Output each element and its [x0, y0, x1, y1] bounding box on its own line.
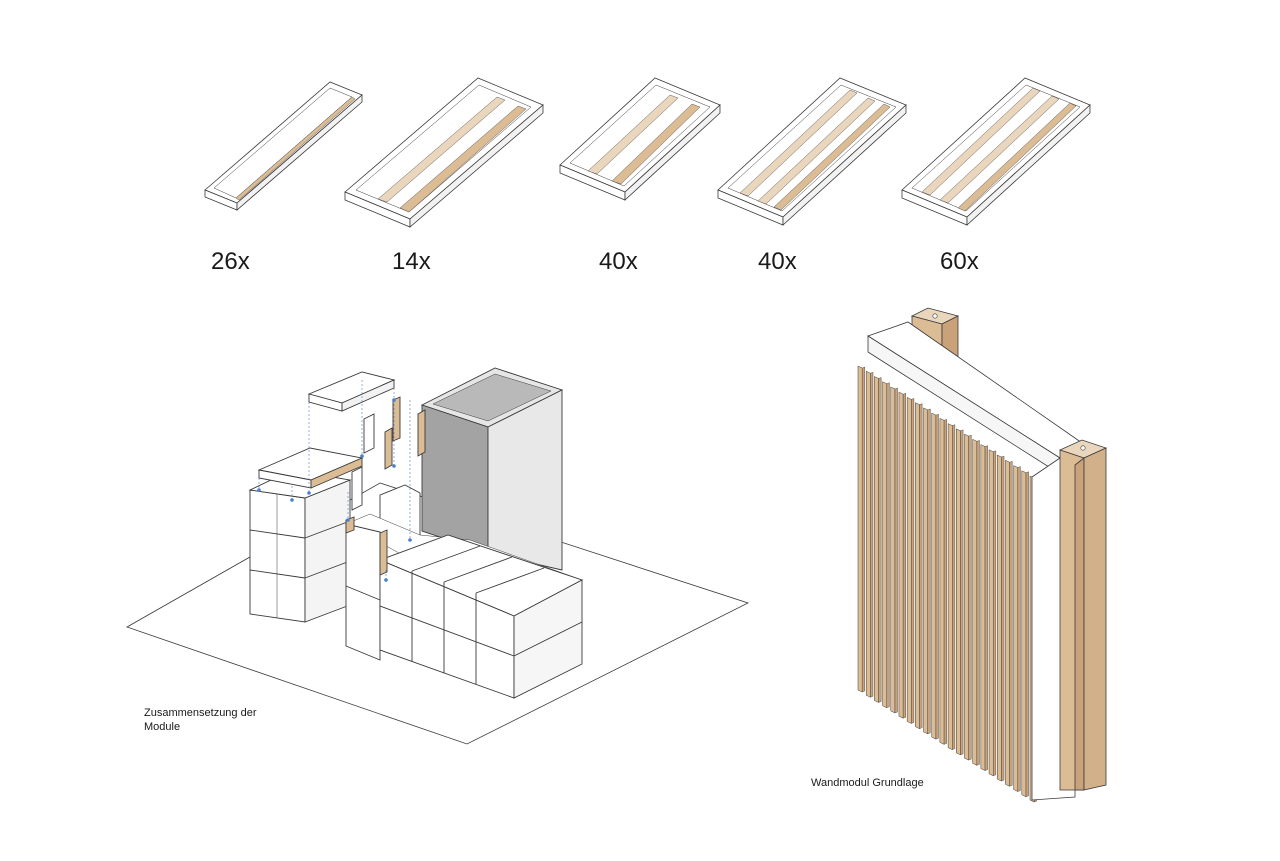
- wall-batten: [857, 365, 863, 693]
- wall-batten: [964, 433, 969, 761]
- wall-batten: [1005, 459, 1010, 787]
- wall-batten: [923, 407, 928, 735]
- assembly-guides: [257, 380, 412, 582]
- assembly-caption-line-2: Module: [144, 721, 181, 733]
- wall-batten: [906, 397, 912, 724]
- wall-batten-side: [886, 382, 890, 709]
- wall-batten-side: [870, 371, 874, 698]
- wall-batten-side: [1001, 455, 1005, 782]
- floating-slab-2: [257, 447, 364, 489]
- wall-batten: [988, 449, 994, 777]
- wall-batten-side: [1017, 466, 1021, 792]
- wall-batten-side: [919, 403, 923, 729]
- floating-slab-1: [307, 371, 396, 412]
- module-count-1: 26x: [211, 248, 250, 275]
- wall-batten-side: [976, 440, 980, 766]
- wall-batten: [956, 428, 961, 756]
- wall-batten-side: [911, 398, 915, 724]
- wall-post-front: [1058, 439, 1108, 791]
- wall-batten-side: [1025, 471, 1029, 798]
- module-panel-1: [204, 81, 363, 211]
- wall-batten: [931, 412, 937, 740]
- wall-batten-side: [960, 429, 964, 756]
- wall-batten: [865, 370, 871, 698]
- wall-batten-side: [952, 424, 956, 750]
- wall-batten: [939, 417, 945, 745]
- module-panel-5: [901, 77, 1091, 226]
- wall-batten-side: [984, 445, 988, 771]
- module-panel-3: [559, 77, 721, 201]
- wall-batten: [890, 386, 896, 714]
- assembly-caption: Zusammensetzung der Module: [144, 706, 257, 734]
- wall-batten: [1021, 470, 1027, 798]
- module-count-2: 14x: [392, 248, 431, 275]
- wall-batten: [996, 454, 1002, 782]
- wall-batten: [882, 381, 888, 709]
- module-count-3: 40x: [599, 248, 638, 275]
- left-module-stack: [248, 469, 352, 623]
- wall-batten-side: [1009, 460, 1013, 787]
- assembly-caption-line-1: Zusammensetzung der: [144, 707, 257, 719]
- assembly-diagram: [126, 367, 750, 745]
- wall-batten-side: [878, 377, 882, 703]
- wall-batten: [874, 376, 879, 703]
- wall-batten: [972, 438, 978, 766]
- right-module-block: [345, 513, 584, 699]
- module-count-5: 60x: [940, 248, 979, 275]
- wall-batten-side: [862, 366, 865, 693]
- wall-batten-side: [935, 413, 939, 740]
- module-panel-4: [717, 77, 907, 226]
- wall-batten: [1013, 465, 1019, 792]
- wall-batten-side: [943, 419, 947, 745]
- wall-batten-side: [902, 392, 906, 719]
- wall-batten-side: [927, 408, 931, 735]
- module-panels-row: [204, 77, 1091, 228]
- wall-batten-side: [968, 434, 972, 761]
- module-panel-2: [344, 77, 544, 228]
- tower-block: [420, 367, 564, 571]
- wall-batten: [947, 423, 953, 751]
- wall-module-caption: Wandmodul Grundlage: [811, 777, 924, 789]
- wall-batten-side: [894, 387, 898, 714]
- wall-batten: [898, 391, 904, 719]
- wall-battens: [857, 365, 1038, 803]
- wall-batten: [980, 444, 986, 771]
- wall-batten: [915, 402, 920, 730]
- wall-batten-side: [993, 450, 997, 777]
- wall-module: [857, 307, 1108, 803]
- module-count-4: 40x: [758, 248, 797, 275]
